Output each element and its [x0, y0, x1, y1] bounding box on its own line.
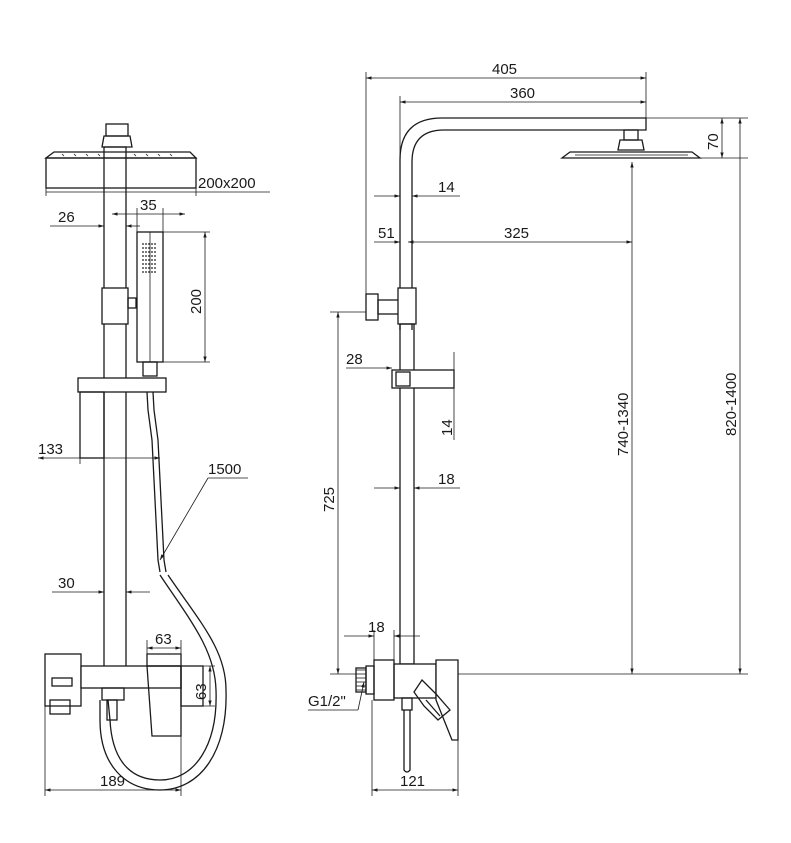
label-holder-height: 14	[439, 419, 456, 436]
label-arm-total: 405	[492, 61, 517, 78]
side-labels: 405 360 70 14 51 325 28 14 18 725 740-13…	[308, 61, 740, 790]
front-labels: 200x200 35 26 200 133 1500 30 63 63 189	[38, 175, 256, 790]
front-mixer	[44, 653, 204, 737]
label-mixer-width: 189	[100, 773, 125, 790]
hose	[99, 391, 227, 791]
label-holder-depth: 28	[346, 351, 363, 368]
hand-shower-nozzles	[142, 243, 156, 273]
front-shower-head	[44, 151, 198, 189]
label-bracket-offset: 51	[378, 225, 395, 242]
side-holder	[391, 369, 455, 389]
front-rail	[103, 146, 127, 668]
label-rail-tube: 18	[438, 471, 455, 488]
label-arm-reach: 360	[510, 85, 535, 102]
front-view	[44, 123, 227, 791]
label-rail-height: 725	[321, 487, 338, 512]
label-head-height-range: 740-1340	[615, 393, 632, 456]
label-inlet-thread: G1/2"	[308, 693, 346, 710]
label-head-size: 200x200	[198, 175, 256, 192]
label-head-height: 70	[705, 133, 722, 150]
label-spout-height: 63	[193, 683, 210, 700]
label-spout-width: 63	[155, 631, 172, 648]
side-dimensions	[308, 72, 748, 796]
side-mixer	[355, 659, 459, 773]
label-hand-width: 35	[140, 197, 157, 214]
label-rail-diameter: 30	[58, 575, 75, 592]
label-mixer-depth: 121	[400, 773, 425, 790]
label-head-to-rail: 325	[504, 225, 529, 242]
head-connector	[105, 123, 129, 137]
label-hand-length: 200	[188, 289, 205, 314]
label-total-height-range: 820-1400	[723, 373, 740, 436]
label-connector-width: 18	[368, 619, 385, 636]
side-shower-head	[560, 151, 702, 159]
hand-shower	[136, 231, 164, 377]
front-dimensions	[38, 188, 270, 796]
label-holder-reach: 133	[38, 441, 63, 458]
shower-arm	[399, 117, 647, 330]
label-hose-length: 1500	[208, 461, 241, 478]
label-rail-offset: 26	[58, 209, 75, 226]
label-arm-tube: 14	[438, 179, 455, 196]
inlet-thread	[356, 669, 366, 691]
